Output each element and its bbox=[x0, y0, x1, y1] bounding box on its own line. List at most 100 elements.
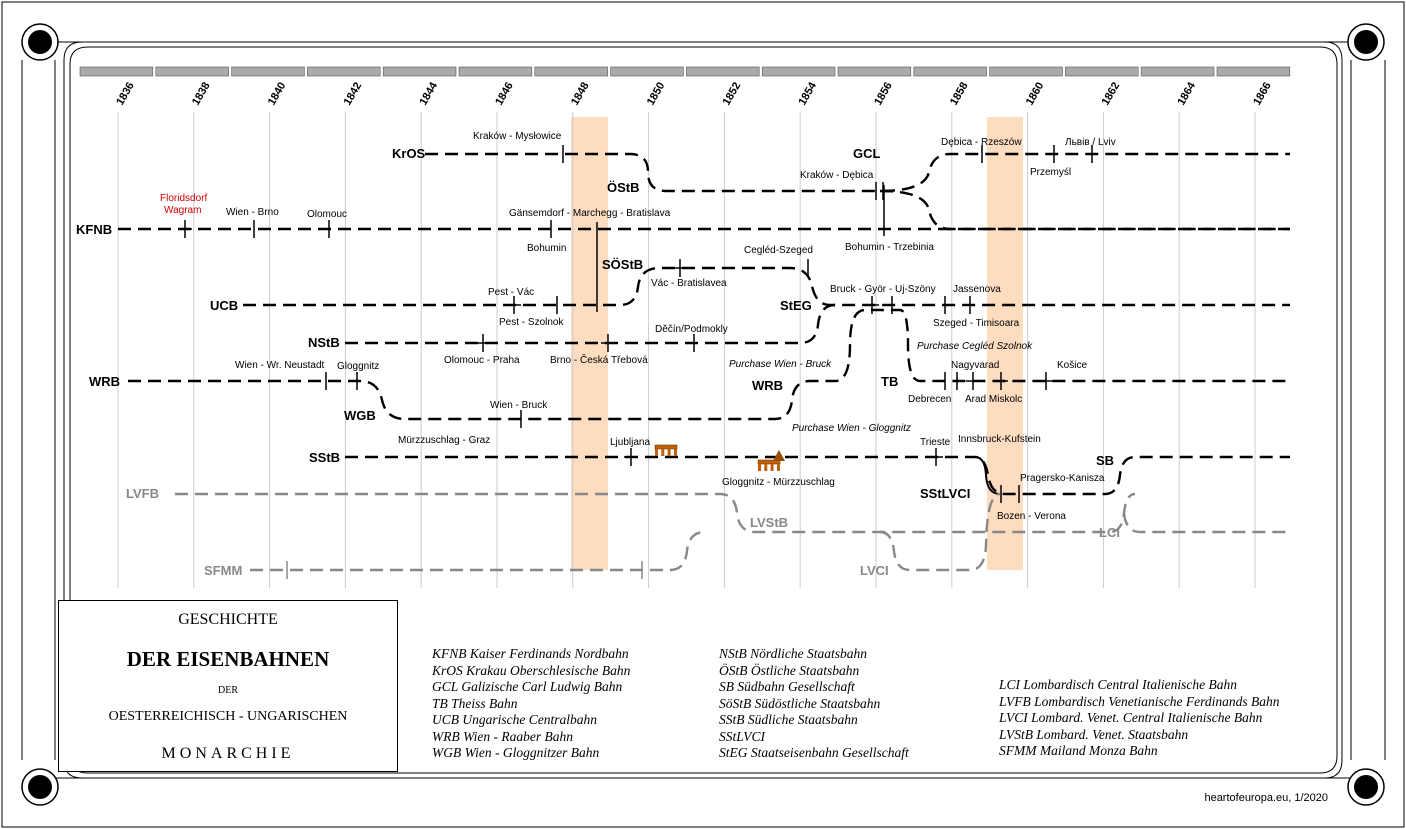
label-nagyvarad: Nagyvarad bbox=[951, 360, 999, 371]
legend-item: StEG Staatseisenbahn Gesellschaft bbox=[719, 745, 909, 760]
legend-item: LCI Lombardisch Central Italienische Bah… bbox=[999, 677, 1237, 692]
code-nstb: NStB bbox=[308, 335, 340, 350]
title-line-1: GESCHICHTE bbox=[178, 611, 278, 628]
year-label: 1864 bbox=[1175, 80, 1198, 108]
ruler-segment bbox=[610, 66, 684, 77]
code-sb: SB bbox=[1096, 453, 1114, 468]
ruler-segment bbox=[155, 66, 229, 77]
year-label: 1854 bbox=[796, 80, 819, 108]
label-lviv: Львів / Lviv bbox=[1065, 137, 1116, 148]
ruler-segment bbox=[382, 66, 457, 77]
label-bozen: Bozen - Verona bbox=[997, 511, 1066, 522]
label-olomouc: Olomouc bbox=[307, 209, 347, 220]
line-codes: KrOS ÖStB GCL KFNB SÖStB UCB StEG NStB W… bbox=[76, 146, 1120, 578]
line-kros-branch bbox=[879, 189, 1290, 231]
year-label: 1848 bbox=[569, 80, 592, 107]
legend-item: WGB Wien - Gloggnitzer Bahn bbox=[432, 745, 600, 760]
code-sfmm: SFMM bbox=[204, 563, 242, 578]
year-label: 1836 bbox=[114, 80, 137, 107]
legend-item: TB Theiss Bahn bbox=[432, 695, 518, 711]
legend-item: KrOS Krakau Oberschlesische Bahn bbox=[432, 662, 631, 678]
code-ostb: ÖStB bbox=[607, 180, 640, 195]
code-sstb: SStB bbox=[309, 450, 340, 465]
legend-item: NStB Nördliche Staatsbahn bbox=[719, 646, 867, 661]
label-gansemdorf: Gänsemdorf - Marchegg - Bratislava bbox=[509, 208, 671, 219]
legend-item: LVFB Lombardisch Venetianische Ferdinand… bbox=[999, 693, 1280, 709]
year-label: 1844 bbox=[417, 80, 440, 108]
code-sostb: SÖStB bbox=[602, 257, 643, 272]
code-steg: StEG bbox=[780, 298, 812, 313]
title-box: GESCHICHTE DER EISENBAHNEN DER OESTERREI… bbox=[58, 600, 398, 772]
label-gloggnitz: Gloggnitz bbox=[337, 361, 379, 372]
label-gloggnitz-murz: Gloggnitz - Mürzzuschlag bbox=[722, 477, 835, 488]
label-bohumin: Bohumin bbox=[527, 243, 566, 254]
legend-item: SFMM Mailand Monza Bahn bbox=[999, 743, 1158, 758]
railway-lines bbox=[118, 152, 1290, 572]
year-label: 1850 bbox=[645, 80, 668, 107]
label-przemysl: Przemyśl bbox=[1030, 167, 1071, 178]
ruler-segment bbox=[458, 66, 533, 77]
legend-item: SB Südbahn Gesellschaft bbox=[719, 679, 855, 694]
label-olomouc-praha: Olomouc - Praha bbox=[444, 355, 520, 366]
year-label: 1862 bbox=[1100, 80, 1123, 107]
section-labels: Kraków - Mysłowice Dębica - Rzeszów Льві… bbox=[160, 131, 1116, 522]
ruler-segment bbox=[989, 66, 1063, 77]
year-label: 1838 bbox=[190, 80, 213, 107]
title-line-3: DER bbox=[218, 685, 238, 696]
year-label: 1840 bbox=[266, 80, 289, 107]
code-kfnb: KFNB bbox=[76, 222, 112, 237]
ruler-segment bbox=[686, 66, 760, 77]
title-line-2: DER EISENBAHNEN bbox=[126, 647, 330, 671]
ruler-segment bbox=[761, 66, 836, 77]
label-purchase-wien-bruck: Purchase Wien - Bruck bbox=[729, 359, 832, 370]
year-label: 1842 bbox=[342, 80, 365, 107]
label-brno-ceska: Brno - Česká Třebová bbox=[550, 353, 648, 366]
ruler-segment bbox=[1065, 66, 1139, 77]
code-lci: LCI bbox=[1099, 525, 1120, 540]
label-wagram: Wagram bbox=[164, 205, 201, 216]
code-lvci: LVCI bbox=[860, 563, 889, 578]
legend-column-1: KFNB Kaiser Ferdinands Nordbahn KrOS Kra… bbox=[432, 646, 630, 762]
label-pest-vac: Pest - Vác bbox=[488, 287, 534, 298]
legend-item: SöStB Südöstliche Staatsbahn bbox=[719, 695, 881, 711]
line-nstb bbox=[345, 303, 836, 345]
legend-item: ÖStB Östliche Staatsbahn bbox=[719, 662, 860, 678]
year-label: 1852 bbox=[721, 80, 744, 107]
year-label: 1858 bbox=[948, 80, 971, 107]
label-floridsdorf: Floridsdorf bbox=[160, 193, 207, 204]
ruler-segment bbox=[837, 66, 912, 77]
legend-column-3: LCI Lombardisch Central Italienische Bah… bbox=[999, 677, 1279, 760]
code-lvfb: LVFB bbox=[126, 486, 159, 501]
label-decin: Děčín/Podmokly bbox=[655, 324, 728, 335]
label-wien-bruck: Wien - Bruck bbox=[490, 400, 548, 411]
year-ruler bbox=[79, 66, 1291, 77]
ruler-segment bbox=[231, 66, 305, 77]
year-gridlines bbox=[117, 112, 1256, 588]
credit-text: heartofeuropa.eu, 1/2020 bbox=[1204, 792, 1328, 804]
line-kros bbox=[425, 152, 1290, 193]
label-purchase-cegled: Purchase Cegléd Szolnok bbox=[917, 341, 1033, 352]
line-lci bbox=[1122, 512, 1290, 534]
label-vac-bratislavea: Vác - Bratislavea bbox=[651, 278, 727, 289]
viaduct-icon-semmering bbox=[757, 459, 781, 472]
label-debica-rzeszow: Dębica - Rzeszów bbox=[941, 137, 1022, 148]
label-cegled-szeged: Cegléd-Szeged bbox=[744, 245, 813, 256]
label-innsbruck: Innsbruck-Kufstein bbox=[958, 434, 1041, 445]
line-lvci bbox=[879, 492, 1001, 572]
legend-column-2: NStB Nördliche Staatsbahn ÖStB Östliche … bbox=[719, 646, 909, 762]
label-trieste: Trieste bbox=[920, 437, 951, 448]
ruler-segment bbox=[79, 66, 154, 77]
line-lvfb bbox=[175, 492, 1136, 534]
code-sstlvci: SStLVCI bbox=[920, 486, 970, 501]
legend-item: SStLVCI bbox=[719, 728, 766, 744]
label-arad-miskolc: Arad Miskolc bbox=[965, 394, 1022, 405]
legend-item: UCB Ungarische Centralbahn bbox=[432, 712, 597, 727]
line-sfmm bbox=[250, 530, 706, 572]
label-ljubljana: Ljubljana bbox=[610, 437, 650, 448]
ruler-segment bbox=[1216, 66, 1291, 77]
legend-item: WRB Wien - Raaber Bahn bbox=[432, 728, 573, 744]
label-wien-wr-neustadt: Wien - Wr. Neustadt bbox=[235, 360, 325, 371]
ruler-segment bbox=[913, 66, 987, 77]
